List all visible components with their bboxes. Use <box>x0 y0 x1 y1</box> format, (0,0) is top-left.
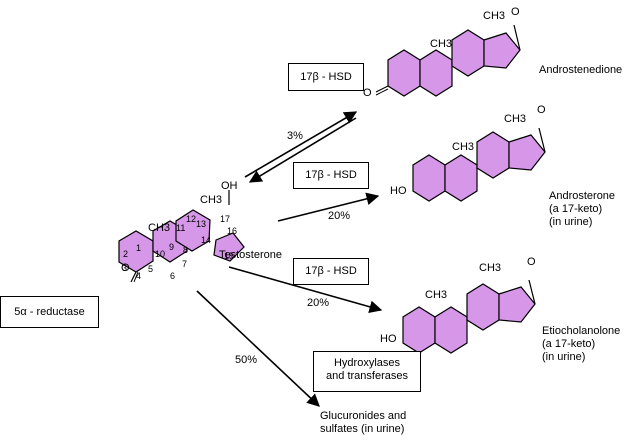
arrow-from-androstenedione <box>248 117 357 183</box>
testosterone-atom-number: 15 <box>224 251 235 261</box>
enzyme-box-5a-reductase: 5α - reductase <box>0 296 99 328</box>
etiocholanolone-ring-b <box>434 306 468 354</box>
androsterone-ring-d <box>508 134 546 171</box>
androstenedione-o-right: O <box>511 6 520 18</box>
enzyme-box-17b-hsd-3: 17β - HSD <box>293 258 369 285</box>
etiocholanolone-methyl-a: CH3 <box>425 289 448 301</box>
etiocholanolone-ring-c <box>466 283 500 331</box>
etiocholanolone-o-right: O <box>527 256 536 268</box>
testosterone-atom-number: 16 <box>227 226 238 236</box>
arrow-to-glucuronides <box>196 290 320 407</box>
arrow-to-etiocholanolone <box>228 266 383 314</box>
testosterone-atom-number: 3 <box>122 263 128 273</box>
testosterone-ring-d <box>213 232 245 262</box>
pct-to-androsterone: 20% <box>328 210 351 222</box>
testosterone-atom-number: 1 <box>136 243 142 253</box>
testosterone-atom-number: 9 <box>169 242 175 252</box>
androsterone-label: Androsterone (a 17-keto) (in urine) <box>549 190 616 228</box>
androstenedione-ring-b <box>419 49 453 97</box>
glucuronides-label: Glucuronides and sulfates (in urine) <box>320 410 407 435</box>
testosterone-atom-number: 11 <box>176 223 186 233</box>
testosterone-skeleton <box>118 190 245 283</box>
testosterone-atom-number: 13 <box>196 219 207 229</box>
arrow-to-androstenedione <box>244 111 358 178</box>
testosterone-ring-a <box>118 230 154 273</box>
enzyme-box-17b-hsd-1: 17β - HSD <box>288 63 364 91</box>
testosterone-ring-c <box>175 209 211 252</box>
testosterone-atom-number: 17 <box>220 214 231 224</box>
testosterone-atom-number: 2 <box>123 249 129 259</box>
androstenedione-ring-d <box>483 32 521 69</box>
androsterone-ring-b <box>444 154 478 202</box>
enzyme-box-17b-hsd-2: 17β - HSD <box>293 162 369 189</box>
androstenedione-skeleton <box>375 24 521 97</box>
testosterone-atom-number: 14 <box>201 235 212 245</box>
testosterone-atom-number: 8 <box>183 245 189 255</box>
etiocholanolone-methyl-b: CH3 <box>479 262 502 274</box>
arrow-to-androsterone <box>277 192 380 222</box>
pct-to-etiocholanolone: 20% <box>307 297 330 309</box>
androstenedione-methyl-b: CH3 <box>483 10 506 22</box>
androstenedione-o-left: O <box>363 87 372 99</box>
pct-to-glucuronides: 50% <box>235 354 258 366</box>
etiocholanolone-ring-a <box>402 306 436 354</box>
enzyme-box-hydroxylases: Hydroxylases and transferases <box>313 351 421 392</box>
testosterone-atom-number: 6 <box>170 271 176 281</box>
testosterone-hydroxyl: OH <box>221 180 238 192</box>
testosterone-atom-number: 12 <box>186 214 197 224</box>
testosterone-atom-number: 10 <box>155 249 166 259</box>
androsterone-o-right: O <box>537 104 546 116</box>
androstenedione-ring-a <box>387 49 421 97</box>
androstenedione-label: Androstenedione <box>539 64 623 76</box>
testosterone-ketone-o: O <box>121 262 130 274</box>
testosterone-methyl-top: CH3 <box>200 194 223 206</box>
testosterone-atom-number: 7 <box>182 259 188 269</box>
androsterone-ring-a <box>412 154 446 202</box>
pct-to-androstenedione: 3% <box>287 130 303 142</box>
androsterone-methyl-b: CH3 <box>504 113 527 125</box>
testosterone-methyl-side: CH3 <box>148 222 171 234</box>
testosterone-atom-number: 5 <box>148 264 154 274</box>
testosterone-atom-number: 4 <box>136 271 142 281</box>
androsterone-methyl-a: CH3 <box>452 141 475 153</box>
androstenedione-ring-c <box>451 29 485 77</box>
etiocholanolone-ho: HO <box>380 333 397 345</box>
androsterone-ho: HO <box>390 185 407 197</box>
testosterone-label: Testosterone <box>219 249 282 261</box>
androsterone-ring-c <box>476 131 510 179</box>
etiocholanolone-skeleton <box>402 279 536 354</box>
etiocholanolone-label: Etiocholanolone (a 17-keto) (in urine) <box>542 325 621 363</box>
reaction-arrows <box>196 111 383 407</box>
etiocholanolone-ring-d <box>498 286 536 323</box>
androsterone-skeleton <box>412 127 546 202</box>
androstenedione-methyl-a: CH3 <box>430 38 453 50</box>
